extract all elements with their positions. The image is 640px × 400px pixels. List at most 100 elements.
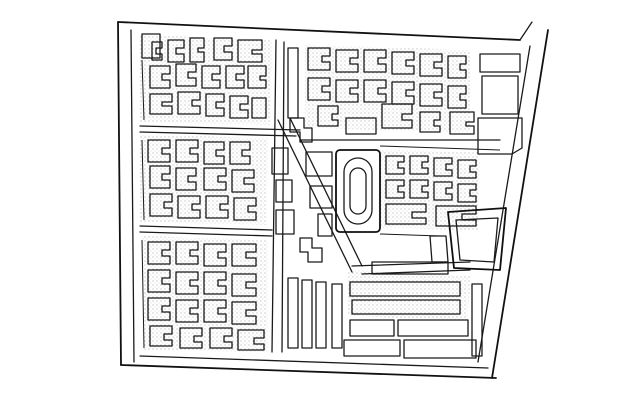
w-block (175, 139, 199, 163)
central-slab (287, 277, 299, 349)
nw-block (149, 65, 171, 89)
nw-block (201, 65, 221, 89)
e-block (385, 179, 405, 199)
detail-line (141, 59, 145, 121)
road-central-north-south-b (281, 41, 285, 353)
w-block (205, 195, 229, 219)
n-block (419, 53, 443, 77)
w-block (149, 193, 173, 217)
sw-block (147, 297, 171, 321)
east-campus-outline (447, 207, 507, 271)
detail-line (141, 239, 145, 349)
nw-block (141, 33, 161, 59)
nw-block (213, 37, 233, 61)
detail-line (379, 145, 501, 151)
sw-block (175, 241, 199, 265)
central-slab-blocks (271, 47, 343, 349)
sw-block (231, 273, 257, 297)
sw-block (231, 243, 257, 267)
sw-block (175, 271, 199, 295)
w-block (203, 141, 225, 165)
central-slab (331, 283, 343, 349)
se-slab (351, 299, 461, 315)
road-west-lower (139, 225, 273, 231)
e-block (385, 203, 427, 225)
ne-block (479, 53, 521, 73)
central-slab (315, 281, 327, 349)
nw-block (237, 39, 263, 63)
nw-block (167, 39, 185, 63)
central-building (275, 209, 295, 235)
nw-block (205, 93, 225, 117)
east-boundary-road (491, 29, 549, 379)
w-block (233, 197, 257, 221)
sports-field (305, 149, 381, 237)
sw-block (203, 243, 227, 267)
se-slab (471, 283, 483, 357)
n-block (317, 105, 339, 127)
n-block (449, 111, 475, 135)
ne-block (481, 75, 519, 115)
n-block (363, 79, 387, 103)
road-west-lower-b (139, 231, 273, 237)
e-block (457, 159, 477, 179)
road-central-north-south (271, 39, 277, 353)
n-block (447, 85, 467, 109)
se-slab (349, 281, 461, 297)
diagonal-boulevard-b (289, 117, 363, 267)
south-road-inner-line (139, 355, 489, 369)
se-slab (343, 339, 401, 357)
n-block (391, 51, 415, 75)
sw-block (209, 327, 233, 349)
detail-line (141, 139, 145, 221)
nw-block (151, 41, 163, 61)
w-block (149, 165, 171, 189)
southwest-residential-buildings (147, 241, 265, 351)
central-building (271, 147, 289, 175)
ne-block (477, 117, 523, 155)
e-block (385, 155, 405, 175)
south-boundary-road (120, 364, 497, 379)
detail-strokes (141, 59, 501, 349)
n-block (335, 49, 359, 73)
nw-block (177, 91, 201, 115)
nw-block (247, 65, 267, 89)
n-block (307, 47, 331, 71)
central-building (275, 179, 293, 203)
e-block (409, 155, 429, 175)
nw-block (175, 63, 197, 87)
northwest-residential-buildings (141, 33, 267, 119)
north-boundary-road (117, 21, 521, 41)
nw-block (189, 37, 205, 63)
school-building (317, 213, 333, 237)
n-block (447, 55, 467, 79)
sw-block (175, 299, 199, 323)
northeast-blocks (477, 53, 523, 155)
nw-block (149, 93, 173, 115)
northwest-residential-zone (140, 35, 272, 125)
nw-block (229, 95, 249, 119)
w-block (229, 141, 251, 165)
road-west-upper (139, 125, 301, 131)
central-building (299, 237, 323, 263)
detail-line (379, 233, 441, 237)
northeast-road-stub (519, 21, 533, 41)
residential-stipple-zones (140, 35, 480, 352)
sw-block (203, 271, 227, 295)
sw-block (179, 327, 203, 349)
sw-block (203, 299, 227, 323)
running-track-icon (343, 157, 373, 225)
sports-field-boundary (335, 149, 381, 233)
central-slab (301, 279, 313, 349)
road-south-east-west-b (361, 269, 471, 275)
school-building (309, 185, 333, 209)
east-residential-zone (378, 150, 480, 230)
e-block (457, 183, 477, 203)
e-block (433, 181, 453, 201)
north-residential-buildings (307, 47, 475, 135)
w-block (175, 167, 197, 191)
sw-block (147, 269, 171, 293)
central-building (289, 117, 313, 143)
road-west-upper-b (139, 131, 297, 137)
